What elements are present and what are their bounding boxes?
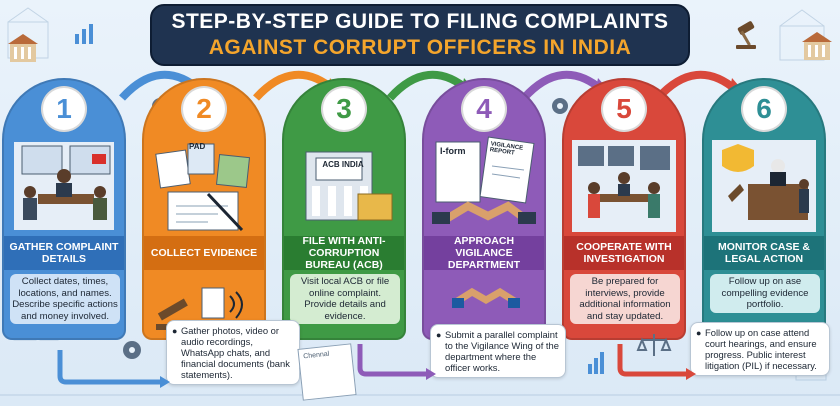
step-2-detail: Gather photos, video or audio recordings…	[181, 325, 290, 381]
building-icon	[8, 34, 38, 62]
step-5-card: 5 COOPERATE WITH INVESTIGATION Be prepar…	[562, 78, 686, 340]
bullet-icon: ●	[436, 330, 442, 340]
page-subtitle: AGAINST CORRUPT OFFICERS IN INDIA	[208, 36, 632, 59]
step-1-heading: GATHER COMPLAINT DETAILS	[4, 236, 124, 270]
gear-icon	[123, 341, 141, 359]
building-icon	[802, 32, 832, 60]
pad-label: PAD	[189, 142, 206, 151]
arrow-4-5	[521, 70, 605, 101]
step-2-number: 2	[181, 86, 227, 132]
step-2-heading: COLLECT EVIDENCE	[144, 236, 264, 270]
step-4-number: 4	[461, 86, 507, 132]
evidence-documents-icon	[155, 143, 251, 232]
step-2-card: 2 PAD COLLECT EVIDENCE	[142, 78, 266, 340]
step-4-detail-card: ● Submit a parallel complaint to the Vig…	[430, 324, 566, 379]
bullet-icon: ●	[696, 328, 702, 338]
scales-icon	[636, 334, 672, 356]
arrow-5-6	[655, 70, 739, 101]
step-5-number: 5	[601, 86, 647, 132]
courtroom-icon	[712, 140, 816, 232]
step-6-detail: Follow up on case attend court hearings,…	[705, 327, 817, 372]
handshake-icon	[432, 136, 536, 224]
step-2-detail-card: ● Gather photos, video or audio recordin…	[166, 320, 300, 386]
interview-icon	[572, 140, 676, 232]
step-4-heading: APPROACH VIGILANCE DEPARTMENT	[424, 235, 544, 271]
step-5-heading: COOPERATE WITH INVESTIGATION	[564, 236, 684, 270]
bar-chart-icon	[75, 24, 93, 44]
i-form-label: I-form	[440, 146, 466, 156]
step-1-number: 1	[41, 86, 87, 132]
step-6-detail-card: ● Follow up on case attend court hearing…	[690, 322, 830, 377]
meeting-icon	[14, 142, 114, 230]
step-6-description: Follow up on ase compelling evidence por…	[710, 274, 820, 313]
step-6-card: 6 MONITOR CASE & LEGAL ACTION Follow up …	[702, 78, 826, 340]
bottom-connectors	[57, 334, 696, 388]
step-3-heading: FILE WITH ANTI-CORRUPTION BUREAU (ACB)	[284, 235, 404, 271]
step-3-number: 3	[321, 86, 367, 132]
step-3-description: Visit local ACB or file online complaint…	[290, 274, 400, 324]
handshake-small-icon	[452, 287, 520, 308]
step-4-detail: Submit a parallel complaint to the Vigil…	[445, 329, 559, 374]
acb-building-icon	[305, 151, 393, 221]
step-6-heading: MONITOR CASE & LEGAL ACTION	[704, 236, 824, 270]
title-banner: STEP-BY-STEP GUIDE TO FILING COMPLAINTS …	[150, 4, 690, 66]
step-1-description: Collect dates, times, locations, and nam…	[10, 274, 120, 324]
bullet-icon: ●	[172, 326, 178, 336]
step-5-description: Be prepared for interviews, provide addi…	[570, 274, 680, 324]
step-4-card: 4 I-form VIGILANCE REPORT APPROACH VIGIL…	[422, 78, 546, 340]
step-1-card: 1 GATHER COMPLAINT DETAILS Collect dates…	[2, 78, 126, 340]
gavel-icon	[736, 21, 756, 49]
page-title: STEP-BY-STEP GUIDE TO FILING COMPLAINTS	[171, 10, 669, 33]
step-6-number: 6	[741, 86, 787, 132]
step-3-card: 3 ACB INDIA FILE WITH ANTI-CORRUPTION BU…	[282, 78, 406, 340]
acb-sign: ACB INDIA	[322, 160, 364, 169]
bar-chart-icon	[588, 352, 604, 374]
